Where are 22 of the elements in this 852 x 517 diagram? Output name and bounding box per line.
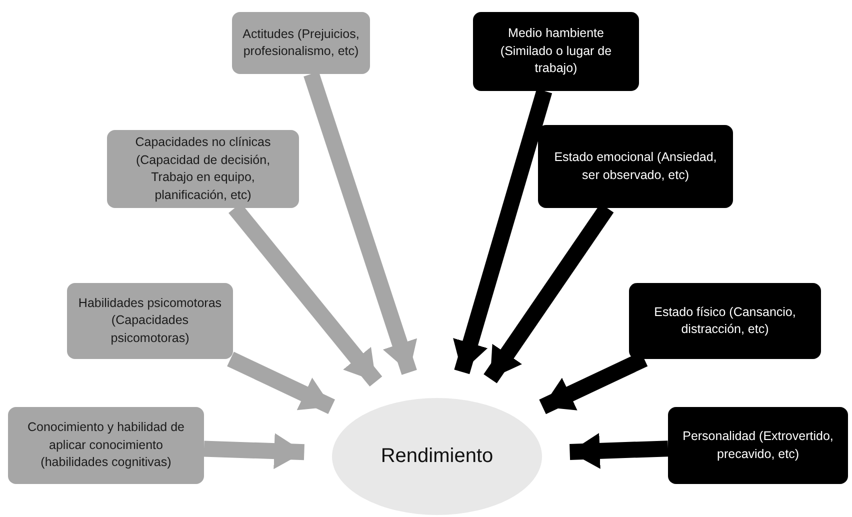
factor-box <box>232 12 370 74</box>
block-arrow <box>570 432 668 469</box>
factor-box <box>629 283 821 359</box>
node-text: Estado emocional (Ansiedad, ser observado, etc) <box>553 149 718 184</box>
factor-box <box>668 407 848 484</box>
node-text: Personalidad (Extrovertido, precavido, etc) <box>682 428 834 463</box>
factor-box <box>107 130 299 208</box>
factor-box <box>67 283 233 359</box>
block-arrow <box>204 433 304 470</box>
node-text: Rendimiento <box>380 445 494 468</box>
block-arrow <box>453 88 552 374</box>
node-text: Capacidades no clínicas (Capacidad de decisión, Trabajo en equipo, planificación, etc) <box>134 134 272 204</box>
node-text: Estado físico (Cansancio, distracción, etc) <box>653 304 797 338</box>
factor-box <box>8 407 204 484</box>
node-text: Medio hambiente (Similado o lugar de trabajo) <box>499 25 613 78</box>
factor-box <box>538 125 733 208</box>
node-text: Habilidades psicomotoras (Capacidades psicomotoras) <box>77 294 223 347</box>
block-arrow <box>227 352 335 414</box>
node-text: Actitudes (Prejuicios, profesionalismo, etc) <box>242 26 360 60</box>
block-arrow <box>304 72 418 375</box>
factor-box <box>473 12 639 91</box>
node-text: Conocimiento y habilidad de aplicar conocimiento (habilidades cognitivas) <box>26 419 186 472</box>
